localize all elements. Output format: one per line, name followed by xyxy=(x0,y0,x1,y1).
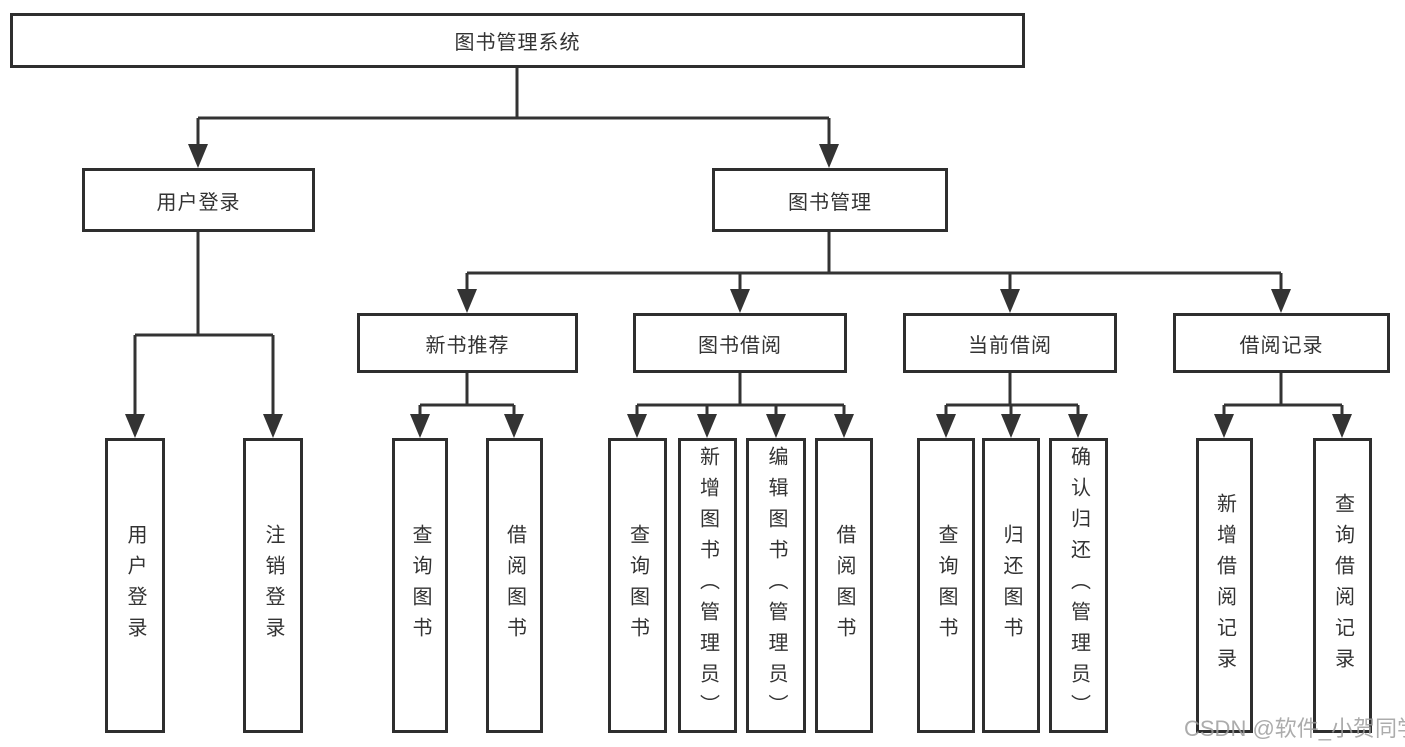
node-user-login-branch: 用户登录 xyxy=(82,168,315,232)
csdn-watermark: CSDN @软件_小贺同学 xyxy=(1184,716,1405,741)
node-book-management-branch: 图书管理 xyxy=(712,168,948,232)
node-current-borrowing: 当前借阅 xyxy=(903,313,1117,373)
node-book-borrowing: 图书借阅 xyxy=(633,313,847,373)
node-label: 用户登录 xyxy=(124,523,146,648)
node-label: 查询图书 xyxy=(626,523,649,648)
arrowhead-icons xyxy=(125,144,1352,438)
node-borrowing-add-books-admin: 新增图书（管理员） xyxy=(678,438,737,733)
node-current-return-books: 归还图书 xyxy=(982,438,1040,733)
node-label: 借阅图书 xyxy=(833,523,855,648)
node-current-confirm-return-admin: 确认归还（管理员） xyxy=(1049,438,1108,733)
node-label: 借阅图书 xyxy=(503,523,526,648)
node-recommend-borrow-books: 借阅图书 xyxy=(486,438,543,733)
node-user-login-leaf: 用户登录 xyxy=(105,438,165,733)
node-records-query-record: 查询借阅记录 xyxy=(1313,438,1372,733)
node-new-book-recommend: 新书推荐 xyxy=(357,313,578,373)
node-label: 确认归还（管理员） xyxy=(1067,446,1090,725)
node-label: 归还图书 xyxy=(1000,523,1022,648)
node-label: 查询借阅记录 xyxy=(1331,492,1354,679)
node-recommend-query-books: 查询图书 xyxy=(392,438,448,733)
node-label: 查询图书 xyxy=(935,523,957,648)
node-logout-leaf: 注销登录 xyxy=(243,438,303,733)
node-borrowing-records: 借阅记录 xyxy=(1173,313,1390,373)
node-label: 查询图书 xyxy=(409,523,431,648)
node-label: 编辑图书（管理员） xyxy=(765,446,787,725)
node-current-query-books: 查询图书 xyxy=(917,438,975,733)
node-label: 新增图书（管理员） xyxy=(696,446,719,725)
connector-paths xyxy=(133,68,1344,420)
node-borrowing-borrow-books: 借阅图书 xyxy=(815,438,873,733)
node-records-add-record: 新增借阅记录 xyxy=(1196,438,1253,733)
node-library-management-system: 图书管理系统 xyxy=(10,13,1025,68)
node-label: 新增借阅记录 xyxy=(1213,492,1236,679)
node-borrowing-query-books: 查询图书 xyxy=(608,438,667,733)
node-label: 注销登录 xyxy=(262,523,284,648)
node-borrowing-edit-books-admin: 编辑图书（管理员） xyxy=(746,438,806,733)
